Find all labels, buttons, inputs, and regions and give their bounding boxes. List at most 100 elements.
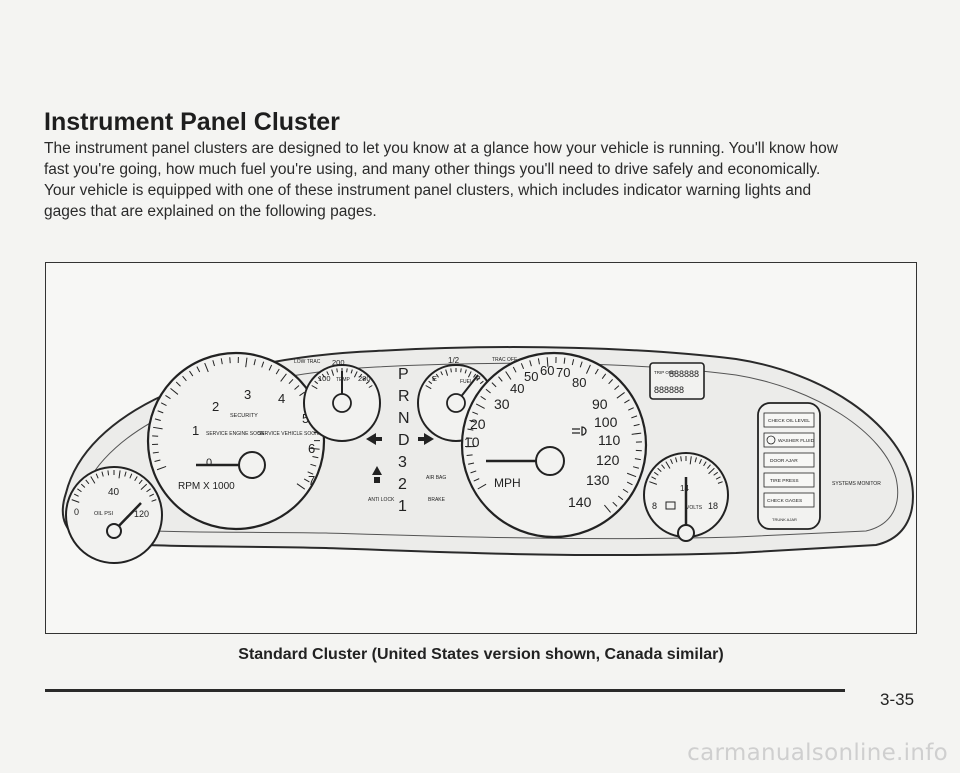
temperature-gauge-hub (332, 393, 352, 413)
oil-gauge-label-120: 120 (134, 509, 149, 519)
gauge-tick (346, 368, 348, 373)
gauge-tick (632, 466, 639, 469)
gauge-tick (107, 470, 110, 476)
gauge-tick (479, 380, 484, 385)
gauge-tick (288, 378, 294, 385)
speed-number-100: 100 (594, 414, 618, 430)
cluster-illustration: 0 40 120 OIL PSI 1 2 3 4 5 6 7 0 SECURIT… (61, 346, 914, 564)
tach-number-1: 1 (192, 423, 199, 438)
oil-gauge-label-0: 0 (74, 507, 79, 517)
gauge-tick (311, 385, 318, 390)
gauge-tick (428, 380, 433, 385)
gauge-tick (85, 479, 90, 485)
gauge-tick (491, 382, 497, 388)
gauge-tick (154, 418, 161, 421)
gauge-tick (312, 456, 319, 459)
gauge-tick (468, 462, 475, 465)
gauge-tick (546, 357, 549, 367)
gauge-tick (571, 359, 575, 366)
gauge-tick (467, 371, 472, 378)
systems-monitor: CHECK OIL LEVEL WASHER FLUID DOOR AJAR T… (757, 402, 881, 530)
monitor-item-door-ajar: DOOR AJAR (770, 458, 798, 464)
gauge-tick (475, 403, 485, 409)
trac-off-indicator: TRAC OFF (492, 357, 517, 363)
gear-1: 1 (398, 498, 407, 515)
temp-tag-label: TEMP (336, 377, 351, 383)
gauge-tick (631, 415, 638, 419)
gauge-tick (146, 488, 151, 493)
oil-gauge-label-40: 40 (108, 487, 120, 498)
tach-security-label: SECURITY (230, 413, 258, 419)
gauge-tick (154, 459, 161, 462)
gauge-tick (585, 364, 591, 374)
gauge-tick (563, 357, 566, 364)
gauge-tick (156, 465, 167, 471)
gauge-tick (626, 481, 633, 486)
gauge-tick (336, 368, 338, 373)
gauge-tick (680, 456, 682, 462)
gauge-tick (212, 360, 215, 367)
gauge-tick (118, 470, 121, 479)
gauge-tick (321, 373, 325, 378)
gauge-tick (425, 385, 432, 390)
gear-2: 2 (398, 476, 407, 493)
gauge-tick (520, 363, 525, 370)
gauge-tick (268, 364, 273, 371)
gauge-tick (280, 373, 287, 382)
gauge-tick (699, 458, 702, 464)
speedometer: 10 20 30 40 50 60 70 80 90 100 110 120 1… (460, 351, 648, 539)
gauge-tick (445, 369, 449, 376)
oil-gauge-hub (106, 523, 122, 539)
voltmeter-hub (677, 524, 695, 542)
speed-number-70: 70 (556, 365, 570, 380)
gauge-tick (608, 379, 614, 385)
tach-number-2: 2 (212, 399, 219, 414)
gauge-tick (622, 488, 629, 493)
gauge-tick (694, 457, 697, 463)
gauge-tick (473, 373, 477, 378)
gauge-tick (362, 377, 367, 381)
gauge-tick (368, 385, 373, 388)
gauge-tick (129, 473, 133, 479)
gauge-tick (715, 476, 721, 480)
gauge-tick (253, 359, 256, 366)
gauge-tick (633, 423, 640, 427)
gauge-tick (307, 471, 314, 475)
gauge-tick (140, 483, 148, 490)
gauge-tick (626, 472, 637, 478)
gauge-tick (617, 495, 624, 501)
gauge-tick (134, 476, 138, 482)
speedometer-hub (535, 446, 565, 476)
speed-unit-label: MPH (494, 476, 521, 490)
page-number: 3-35 (880, 690, 915, 709)
tach-service-engine-label: SERVICE ENGINE SOON (206, 431, 265, 437)
gauge-tick (703, 461, 707, 467)
tachometer: 1 2 3 4 5 6 7 0 SECURITY SERVICE ENGINE … (146, 351, 326, 531)
gauge-tick (326, 371, 330, 376)
prnd-indicator: P R N D 3 2 1 ANTI LOCK AIR BAG BRAKE (366, 366, 446, 515)
washer-icon (766, 435, 776, 445)
gauge-tick (706, 464, 711, 469)
gauge-tick (601, 373, 607, 379)
gauge-tick (77, 488, 82, 493)
volts-mid-label: 14 (680, 484, 689, 493)
intro-line: The instrument panel clusters are design… (44, 140, 838, 157)
tachometer-hub (238, 451, 266, 479)
seatbelt-icon (372, 466, 382, 483)
gear-d: D (398, 432, 410, 449)
fuel-gauge-ticks (425, 368, 487, 390)
tach-number-3: 3 (244, 387, 251, 402)
gauge-tick (170, 388, 179, 395)
systems-monitor-label: SYSTEMS MONITOR (832, 481, 881, 487)
gauge-tick (717, 481, 723, 484)
gauge-tick (153, 426, 163, 430)
gauge-tick (431, 377, 436, 381)
gauge-tick (350, 369, 353, 374)
gauge-tick (296, 483, 306, 490)
gauge-tick (653, 471, 659, 476)
speed-number-130: 130 (586, 472, 610, 488)
gauge-tick (261, 361, 265, 368)
speed-number-140: 140 (568, 494, 592, 510)
fuel-tag-label: FUEL (460, 379, 473, 385)
gauge-tick (245, 357, 248, 368)
